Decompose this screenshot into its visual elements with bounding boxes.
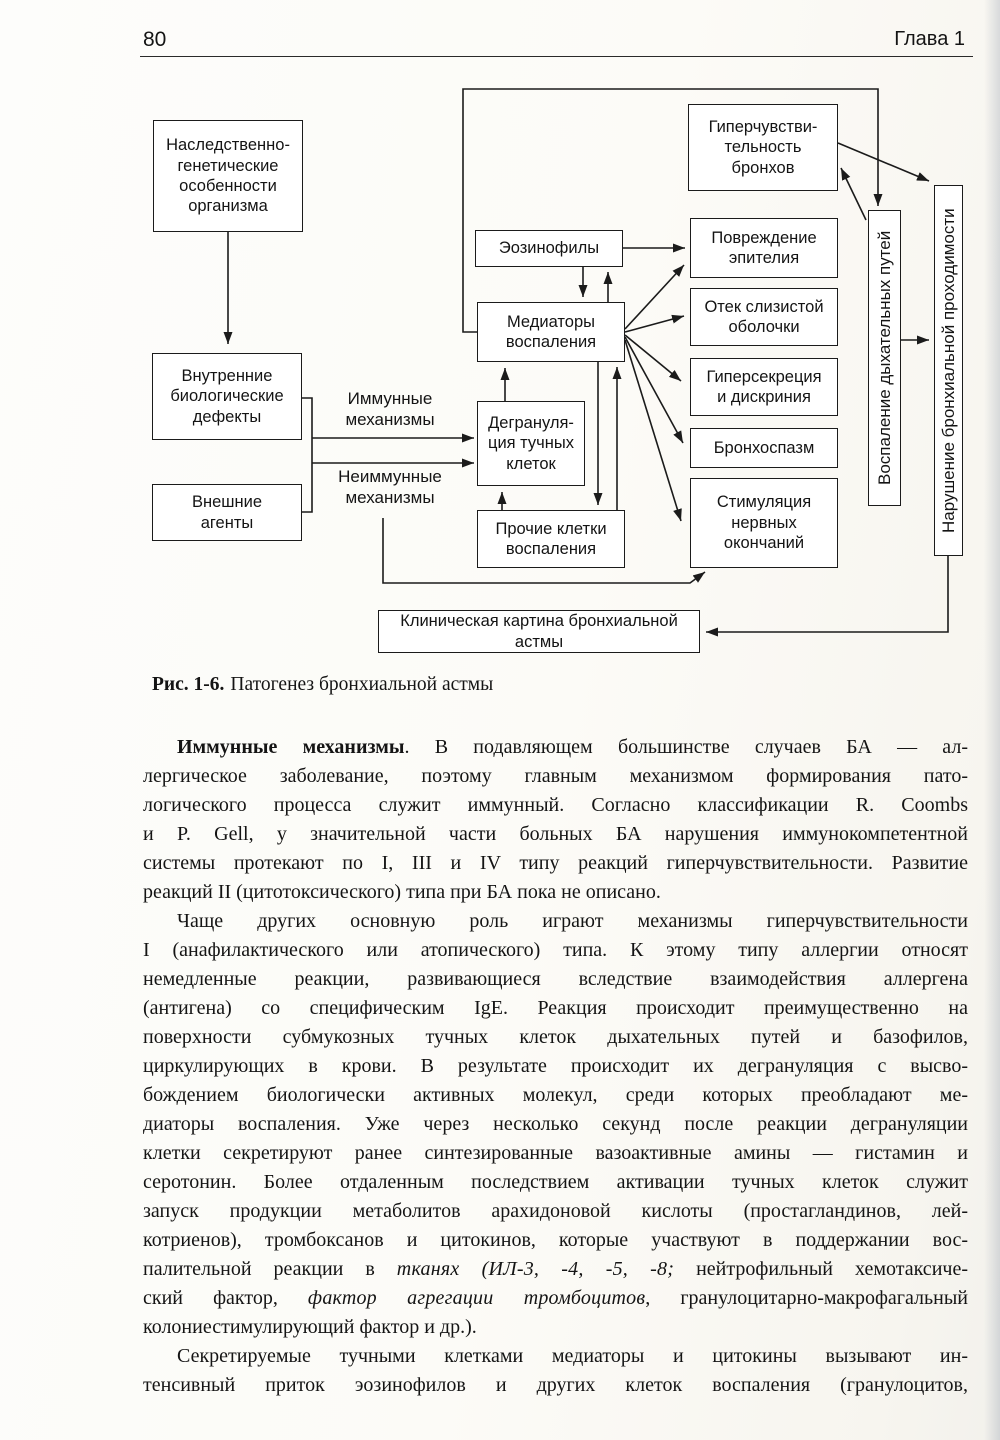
text-segment: нейтрофильный хемотаксиче-: [674, 1258, 968, 1280]
node-external-agents: Внешние агенты: [152, 484, 302, 541]
chapter-label: Глава 1: [894, 28, 965, 50]
edge-mediators-to-bronchospasm: [624, 336, 684, 444]
text-segment: логического процесса служит иммунный. Со…: [143, 794, 968, 816]
node-nerve-stimulation: Стимуляция нервных окончаний: [690, 478, 838, 568]
text-line: реакций II (цитотоксического) типа при Б…: [143, 878, 968, 907]
edge-mediators-to-edema: [624, 314, 685, 333]
node-mast-cell-degranulation: Дегрануля- ция тучных клеток: [477, 401, 585, 486]
text-line: немедленные реакции, развивающиеся вслед…: [143, 965, 968, 994]
node-hypersecretion: Гиперсекреция и дискриния: [690, 358, 838, 416]
edge-bracket: [302, 397, 313, 513]
node-bronchial-hypersensitivity: Гиперчувстви- тельность бронхов: [688, 104, 838, 191]
label-immune-mechanisms: Иммунные механизмы: [345, 389, 435, 430]
text-line: запуск продукции метаболитов арахидоново…: [143, 1197, 968, 1226]
node-clinical-picture: Клиническая картина бронхиальной астмы: [378, 610, 700, 653]
text-segment: колониестимулирующий фактор и др.).: [143, 1316, 477, 1338]
text-line: диаторы воспаления. Уже через несколько …: [143, 1110, 968, 1139]
node-eosinophils: Эозинофилы: [475, 230, 623, 267]
edge-mediators-to-hypersecretion: [624, 334, 682, 382]
text-segment: поверхности субмукозных тучных клеток ды…: [143, 1026, 968, 1048]
node-airway-inflammation: Воспаление дыхательных путей: [868, 210, 901, 506]
italic-text: тканях (ИЛ-3, -4, -5, -8;: [396, 1258, 675, 1280]
figure-caption-label: Рис. 1-6.: [152, 674, 225, 695]
text-line: системы протекают по I, III и IV типу ре…: [143, 849, 968, 878]
node-inflammation-mediators: Медиаторы воспаления: [477, 302, 625, 362]
text-segment: . В подавляющем большинстве случаев БА —…: [404, 736, 969, 758]
node-hereditary-features: Наследственно- генетические особенности …: [153, 120, 303, 232]
text-line: циркулирующих в крови. В результате прои…: [143, 1052, 968, 1081]
edge-inflammation-to-hypersensitivity: [840, 167, 867, 221]
text-segment: Секретируемые тучными клетками медиаторы…: [177, 1345, 968, 1367]
text-segment: I (анафилактического или атопического) т…: [143, 939, 968, 961]
diagram-connectors: [223, 88, 949, 637]
text-line: серотонин. Более отдаленным последствием…: [143, 1168, 968, 1197]
edge-mediators-to-damage: [624, 264, 685, 330]
node-epithelium-damage: Повреждение эпителия: [690, 218, 838, 278]
text-segment: бождением биологически активных молекул,…: [143, 1084, 968, 1106]
text-segment: , гранулоцитарно-макрофагальный: [645, 1287, 969, 1309]
text-segment: реакций II (цитотоксического) типа при Б…: [143, 881, 661, 903]
figure-caption-text: Патогенез бронхиальной астмы: [230, 674, 494, 695]
text-segment: серотонин. Более отдаленным последствием…: [143, 1171, 968, 1193]
text-segment: палительной реакции в: [143, 1258, 397, 1280]
node-mucosal-edema: Отек слизистой оболочки: [690, 288, 838, 346]
node-internal-defects: Внутренние биологические дефекты: [152, 353, 302, 440]
text-segment: лергическое заболевание, поэтому главным…: [143, 765, 968, 787]
text-line: I (анафилактического или атопического) т…: [143, 936, 968, 965]
header-rule: [140, 56, 973, 57]
node-other-inflammation-cells: Прочие клетки воспаления: [477, 510, 625, 568]
figure-caption: Рис. 1-6.Патогенез бронхиальной астмы: [152, 674, 493, 696]
text-segment: диаторы воспаления. Уже через несколько …: [143, 1113, 968, 1135]
label-nonimmune-mechanisms: Неиммунные механизмы: [338, 467, 442, 508]
text-segment: запуск продукции метаболитов арахидоново…: [143, 1200, 968, 1222]
text-line: Секретируемые тучными клетками медиаторы…: [143, 1342, 968, 1371]
text-line: бождением биологически активных молекул,…: [143, 1081, 968, 1110]
text-line: логического процесса служит иммунный. Со…: [143, 791, 968, 820]
edge-hypersensitivity-to-obstruction: [837, 142, 930, 182]
node-bronchial-obstruction: Нарушение бронхиальной проходимости: [934, 185, 963, 556]
edge-mediators-loop-to-inflammation: [462, 88, 883, 333]
text-segment: Чаще других основную роль играют механиз…: [177, 910, 968, 932]
text-line: (антигена) со специфическим IgE. Реакция…: [143, 994, 968, 1023]
text-segment: ский фактор,: [143, 1287, 308, 1309]
text-segment: тенсивный приток эозинофилов и других кл…: [143, 1374, 968, 1396]
pathogenesis-diagram: Наследственно- генетические особенности …: [0, 0, 1000, 670]
node-bronchospasm: Бронхоспазм: [690, 428, 838, 468]
edge-nonimmune-to-nerves: [382, 518, 706, 584]
edge-obstruction-to-clinical: [706, 556, 949, 637]
text-line: колониестимулирующий фактор и др.).: [143, 1313, 968, 1342]
text-line: клетки секретируют ранее синтезированные…: [143, 1139, 968, 1168]
text-segment: клетки секретируют ранее синтезированные…: [143, 1142, 968, 1164]
text-line: Иммунные механизмы. В подавляющем больши…: [143, 733, 968, 762]
bold-text: Иммунные механизмы: [177, 736, 405, 758]
text-line: лергическое заболевание, поэтому главным…: [143, 762, 968, 791]
text-segment: немедленные реакции, развивающиеся вслед…: [143, 968, 968, 990]
text-segment: системы протекают по I, III и IV типу ре…: [143, 852, 968, 874]
text-segment: и P. Gell, у значительной части больных …: [143, 823, 968, 845]
text-segment: котриенов), тромбоксанов и цитокинов, ко…: [143, 1229, 968, 1251]
text-line: Чаще других основную роль играют механиз…: [143, 907, 968, 936]
edge-mediators-to-nerves: [624, 339, 682, 522]
text-line: и P. Gell, у значительной части больных …: [143, 820, 968, 849]
text-line: тенсивный приток эозинофилов и других кл…: [143, 1371, 968, 1400]
page-number: 80: [143, 28, 167, 51]
italic-text: фактор агрегации тромбоцитов: [307, 1287, 646, 1309]
text-line: котриенов), тромбоксанов и цитокинов, ко…: [143, 1226, 968, 1255]
text-segment: (антигена) со специфическим IgE. Реакция…: [143, 997, 968, 1019]
text-line: поверхности субмукозных тучных клеток ды…: [143, 1023, 968, 1052]
body-text: Иммунные механизмы. В подавляющем больши…: [143, 733, 968, 1400]
text-segment: циркулирующих в крови. В результате прои…: [143, 1055, 968, 1077]
text-line: ский фактор, фактор агрегации тромбоцито…: [143, 1284, 968, 1313]
text-line: палительной реакции в тканях (ИЛ-3, -4, …: [143, 1255, 968, 1284]
